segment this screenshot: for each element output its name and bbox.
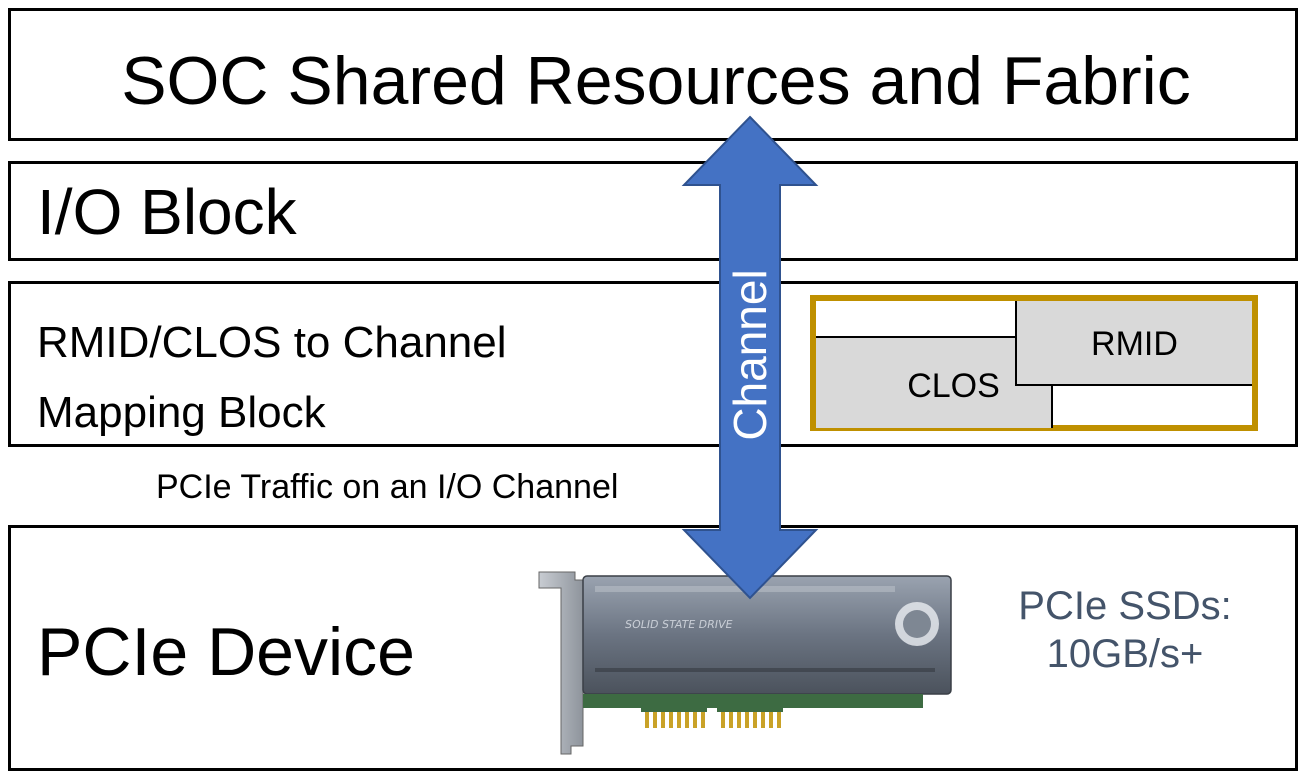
rmid-cell: RMID xyxy=(1015,301,1252,386)
ssd-label-line2: 10GB/s+ xyxy=(1046,632,1204,676)
rmid-label: RMID xyxy=(1091,325,1178,363)
pcie-device-box: PCIe Device xyxy=(8,525,1298,771)
clos-label: CLOS xyxy=(907,366,1000,405)
soc-title: SOC Shared Resources and Fabric xyxy=(121,43,1191,119)
ssd-label-line1: PCIe SSDs: xyxy=(1018,584,1232,628)
channel-arrow-shape xyxy=(681,115,819,600)
channel-label: Channel xyxy=(724,269,776,440)
pcie-ssd-label: PCIe SSDs: 10GB/s+ xyxy=(985,582,1265,678)
io-block-title: I/O Block xyxy=(37,176,297,248)
mapping-block-title: RMID/CLOS to Channel Mapping Block xyxy=(37,308,507,448)
mapping-title-line1: RMID/CLOS to Channel xyxy=(37,318,507,367)
io-block-box: I/O Block xyxy=(8,161,1298,261)
channel-arrow: Channel xyxy=(681,115,819,600)
soc-shared-resources-box: SOC Shared Resources and Fabric xyxy=(8,8,1298,141)
pcie-traffic-label: PCIe Traffic on an I/O Channel xyxy=(156,468,619,506)
pcie-device-title: PCIe Device xyxy=(37,614,415,690)
mapping-title-line2: Mapping Block xyxy=(37,388,326,437)
clos-rmid-mapping-graphic: CLOS RMID xyxy=(810,295,1258,431)
svg-text:SOLID STATE DRIVE: SOLID STATE DRIVE xyxy=(624,618,734,631)
